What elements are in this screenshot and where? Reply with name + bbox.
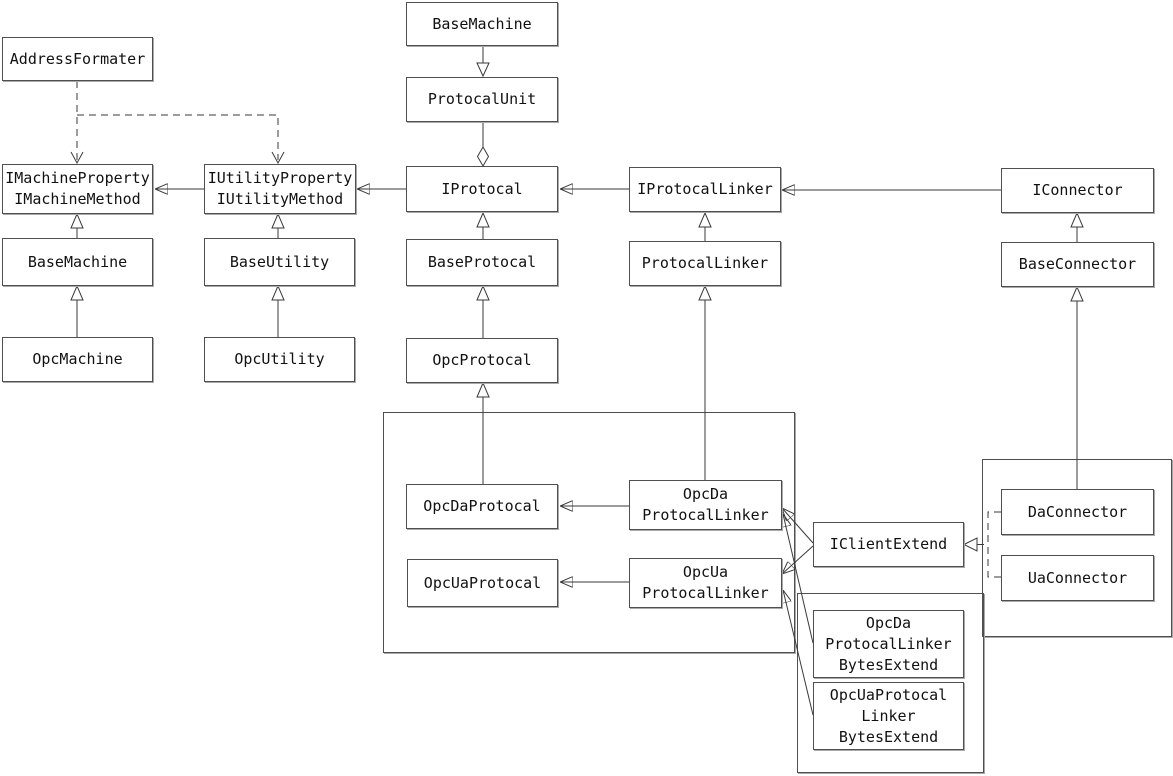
node-opc-utility[interactable]: OpcUtility bbox=[204, 337, 355, 382]
edge-opcutility-baseutility bbox=[271, 284, 285, 337]
edge-protocalunit-iprotocal bbox=[476, 121, 490, 167]
node-da-connector[interactable]: DaConnector bbox=[1001, 489, 1154, 535]
node-base-machine[interactable]: BaseMachine bbox=[2, 238, 153, 286]
edge-addressformater-iutility bbox=[77, 114, 285, 165]
node-iutility-interface[interactable]: IUtilityProperty IUtilityMethod bbox=[204, 164, 356, 214]
edge-protocallinker-iprotocallinker bbox=[698, 211, 712, 241]
node-opc-da-linker-bytes-extend[interactable]: OpcDa ProtocalLinker BytesExtend bbox=[813, 610, 964, 678]
edge-opcmachine-basemachine bbox=[70, 284, 84, 337]
node-imachine-interface[interactable]: IMachineProperty IMachineMethod bbox=[2, 164, 153, 214]
group-protocal-linkers-box bbox=[383, 412, 795, 653]
node-opc-machine[interactable]: OpcMachine bbox=[2, 337, 153, 382]
node-iprotocal[interactable]: IProtocal bbox=[406, 166, 558, 212]
edge-baseconnector-iconnector bbox=[1070, 211, 1084, 242]
edge-opcprotocal-baseprotocal bbox=[476, 284, 490, 338]
node-opc-da-protocal[interactable]: OpcDaProtocal bbox=[406, 484, 558, 529]
node-protocal-unit[interactable]: ProtocalUnit bbox=[406, 77, 558, 122]
edge-addressformater-imachine bbox=[70, 81, 84, 165]
node-address-formater[interactable]: AddressFormater bbox=[2, 37, 153, 81]
node-opc-ua-protocal-linker[interactable]: OpcUa ProtocalLinker bbox=[629, 558, 782, 608]
node-iclient-extend[interactable]: IClientExtend bbox=[813, 522, 964, 567]
edge-basemachine-protocalunit bbox=[476, 45, 490, 78]
edge-baseutility-iutility bbox=[271, 212, 285, 238]
node-iconnector[interactable]: IConnector bbox=[1001, 168, 1154, 213]
group-connectors-box bbox=[982, 459, 1172, 637]
node-base-machine-top[interactable]: BaseMachine bbox=[406, 2, 558, 46]
edge-baseprotocal-iprotocal bbox=[476, 211, 490, 239]
node-ua-connector[interactable]: UaConnector bbox=[1001, 555, 1154, 601]
node-iprotocal-linker[interactable]: IProtocalLinker bbox=[629, 167, 781, 212]
node-opc-protocal[interactable]: OpcProtocal bbox=[406, 338, 558, 383]
node-protocal-linker[interactable]: ProtocalLinker bbox=[629, 241, 781, 286]
node-base-utility[interactable]: BaseUtility bbox=[204, 238, 355, 286]
node-base-connector[interactable]: BaseConnector bbox=[1001, 242, 1154, 287]
node-opc-ua-protocal[interactable]: OpcUaProtocal bbox=[407, 559, 558, 607]
node-opc-da-protocal-linker[interactable]: OpcDa ProtocalLinker bbox=[629, 480, 782, 530]
node-opc-ua-linker-bytes-extend[interactable]: OpcUaProtocal Linker BytesExtend bbox=[813, 682, 964, 750]
node-base-protocal[interactable]: BaseProtocal bbox=[406, 239, 558, 286]
edge-basemachine-imachine bbox=[70, 212, 84, 238]
